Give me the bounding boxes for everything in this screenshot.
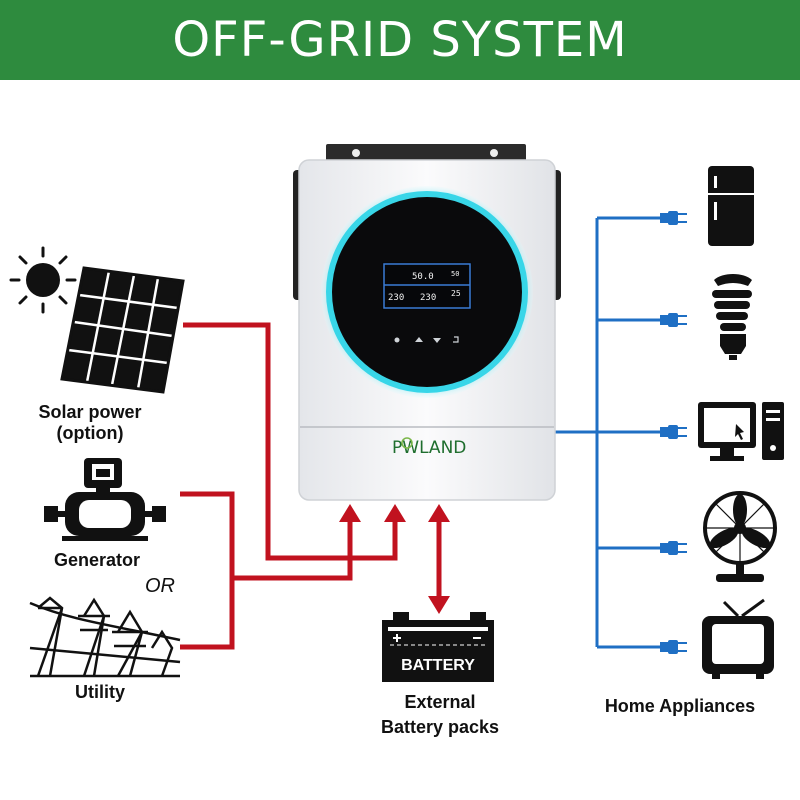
battery-label-line2: Battery packs: [380, 717, 500, 737]
plug-icon: [660, 313, 687, 327]
power-arrowheads: [339, 504, 450, 614]
battery-label: External Battery packs: [360, 690, 520, 740]
inverter: 50.0 230 230 25 50 P​WLAND: [293, 144, 561, 501]
appliances-label: Home Appliances: [604, 696, 756, 716]
enter-button-icon: [453, 336, 459, 343]
lcd-reading-2: 230: [388, 293, 404, 303]
lcd-display: [383, 263, 471, 309]
inverter-buttons: [394, 336, 459, 343]
solar-label-line2: (option): [56, 423, 124, 443]
solar-label-line1: Solar power: [38, 402, 142, 422]
arrow-up-2: [384, 504, 406, 522]
lcd-reading-5: 50: [451, 270, 459, 278]
battery-label-line1: External: [404, 692, 476, 712]
up-button-icon: [415, 337, 423, 342]
generator-icon: [44, 458, 166, 541]
television-icon: [702, 598, 774, 679]
solar-panel-icon: [60, 266, 185, 394]
page-title: OFF-GRID SYSTEM: [172, 12, 628, 68]
plug-icon: [660, 640, 687, 654]
battery-arrow-top: [428, 504, 450, 522]
plug-icon: [660, 541, 687, 555]
generator-line: [180, 491, 353, 581]
brand-logo: P​WLAND: [392, 438, 466, 458]
solar-line: [183, 322, 398, 561]
computer-icon: [698, 402, 784, 461]
battery-icon: BATTERY: [382, 612, 494, 682]
plug-icon: [660, 211, 687, 225]
lcd-reading-3: 230: [420, 293, 436, 303]
power-button-icon: [394, 337, 400, 343]
arrow-up-1: [339, 504, 361, 522]
solar-label: Solar power (option): [30, 402, 150, 444]
utility-pylons-icon: [29, 596, 181, 678]
lcd-reading-1: 50.0: [412, 272, 434, 282]
down-button-icon: [433, 338, 441, 343]
or-label: OR: [145, 575, 175, 597]
utility-line: [180, 578, 235, 650]
refrigerator-icon: [708, 166, 754, 246]
light-bulb-icon: [712, 274, 752, 360]
brand-logo-dot: [401, 437, 413, 449]
title-banner: OFF-GRID SYSTEM: [0, 0, 800, 80]
load-lines: [555, 216, 660, 649]
lcd-reading-4: 25: [451, 289, 461, 298]
power-lines: [180, 322, 398, 650]
plug-icon: [660, 425, 687, 439]
plugs: [660, 211, 687, 654]
fan-icon: [703, 491, 777, 582]
sun-icon: [9, 246, 77, 314]
utility-label: Utility: [74, 682, 125, 702]
battery-arrow-bottom: [428, 596, 450, 614]
generator-label: Generator: [53, 550, 141, 570]
battery-badge-label: BATTERY: [401, 657, 475, 674]
